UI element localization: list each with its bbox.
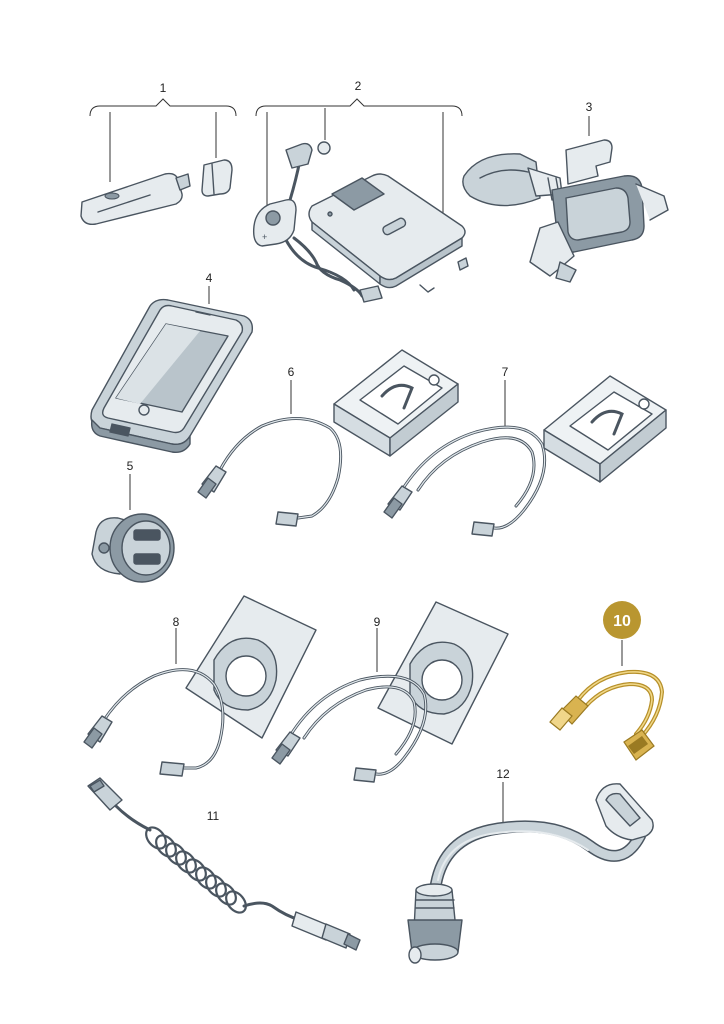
- part-9-long-cable[interactable]: 9: [271, 601, 509, 783]
- short-cable-icon: [197, 416, 343, 527]
- accessory-box-7: [543, 375, 667, 483]
- part-7-long-cable[interactable]: 7: [383, 365, 547, 537]
- part-label-4: 4: [206, 271, 213, 285]
- part-label-2: 2: [355, 79, 362, 93]
- usb-car-charger-icon: [91, 513, 175, 583]
- backing-sheet-8: [185, 595, 317, 739]
- svg-text:+: +: [262, 232, 267, 242]
- bluetooth-module-icon: [308, 173, 469, 293]
- part-1-usb-stick[interactable]: 1: [80, 81, 237, 226]
- part-2-bluetooth-module[interactable]: 2 +: [252, 79, 469, 303]
- part-6-short-cable[interactable]: 6: [197, 365, 343, 527]
- part-label-1: 1: [160, 81, 167, 95]
- part-11-coiled-cable[interactable]: 11: [87, 777, 361, 951]
- phone-case-icon: [90, 298, 254, 454]
- long-cable-icon: [383, 425, 547, 537]
- part-10-usb-extension-cable[interactable]: 10: [549, 601, 665, 761]
- part-8-short-cable[interactable]: 8: [83, 595, 317, 777]
- part-label-11: 11: [207, 809, 220, 823]
- coiled-cable-icon: [87, 777, 361, 951]
- remote-control-icon: +: [252, 141, 383, 303]
- short-cable-icon: [83, 668, 225, 777]
- part-badge-10: 10: [603, 601, 641, 639]
- usb-stick-icon: [80, 159, 233, 226]
- part-label-12: 12: [496, 767, 510, 781]
- phone-holder-icon: [462, 139, 669, 283]
- backing-sheet-9: [377, 601, 509, 745]
- part-label-5: 5: [127, 459, 134, 473]
- part-12-usb-reading-light[interactable]: 12: [407, 767, 654, 964]
- part-label-3: 3: [586, 100, 593, 114]
- part-3-phone-holder[interactable]: 3: [462, 100, 669, 283]
- part-label-8: 8: [173, 615, 180, 629]
- part-4-phone-case[interactable]: 4: [90, 271, 254, 454]
- part-label-10: 10: [613, 613, 631, 630]
- part-5-usb-car-charger[interactable]: 5: [91, 459, 175, 583]
- part-label-9: 9: [374, 615, 381, 629]
- part-label-6: 6: [288, 365, 295, 379]
- accessory-box-6: [333, 349, 459, 457]
- long-cable-icon: [271, 674, 428, 783]
- usb-reading-light-icon: [407, 783, 654, 964]
- usb-extension-cable-icon: [549, 669, 665, 761]
- part-label-7: 7: [502, 365, 509, 379]
